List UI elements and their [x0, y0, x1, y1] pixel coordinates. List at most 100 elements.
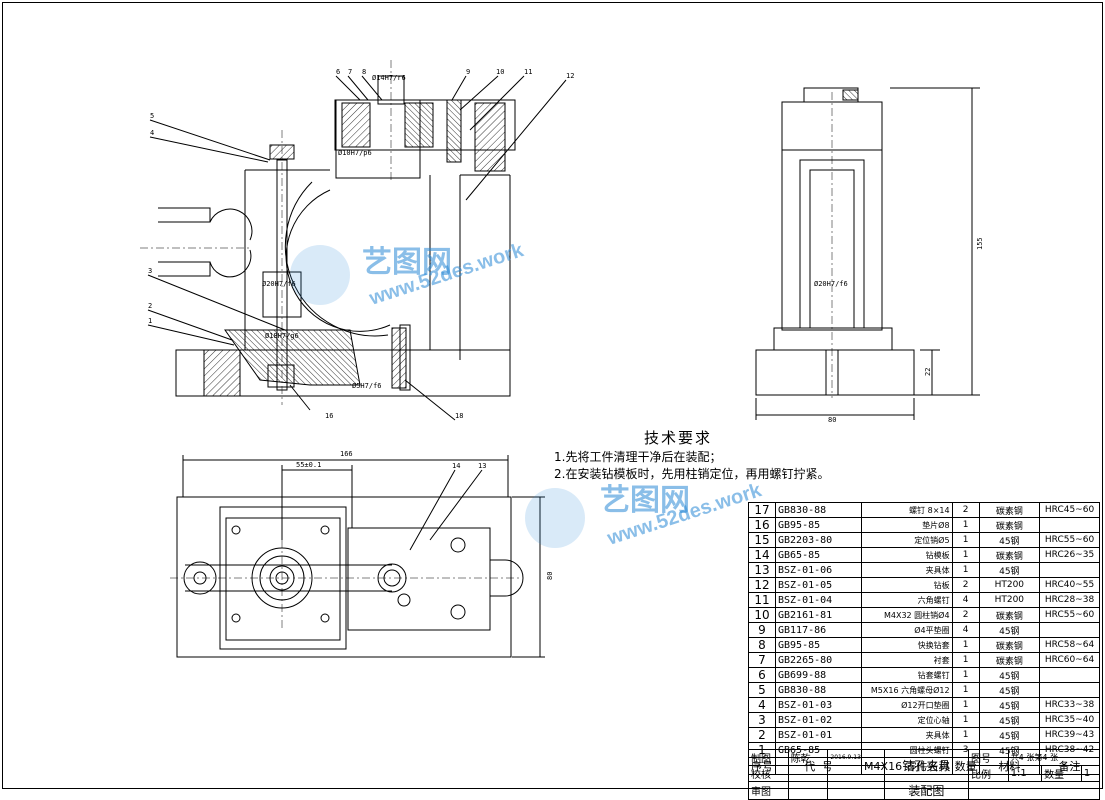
bom-cell-qty: 4: [951, 592, 980, 608]
bom-cell-qty: 2: [951, 502, 980, 518]
bom-cell-code: GB117-86: [774, 622, 863, 638]
bom-cell-no: 11: [748, 592, 776, 608]
bom-cell-qty: 4: [951, 622, 980, 638]
bom-cell-mat: 碳素钢: [978, 502, 1041, 518]
tb-draw-name: 陈乾: [787, 749, 829, 766]
balloon-number: 8: [362, 68, 366, 76]
bom-cell-qty: 1: [951, 637, 980, 653]
bom-cell-name: Ø4平垫圈: [861, 622, 953, 638]
bom-cell-mat: 45钢: [978, 682, 1041, 698]
side-width-label: 80: [828, 416, 836, 424]
bom-cell-mat: 45钢: [978, 622, 1041, 638]
balloon-number: 9: [466, 68, 470, 76]
bom-cell-note: [1039, 622, 1100, 638]
bom-cell-no: 14: [748, 547, 776, 563]
bom-cell-no: 10: [748, 607, 776, 623]
bom-cell-note: [1039, 517, 1100, 533]
balloon-number: 16: [325, 412, 333, 420]
tb-scale: 1:1: [1007, 765, 1043, 782]
bom-cell-name: 衬套: [861, 652, 953, 668]
bom-cell-qty: 1: [951, 517, 980, 533]
bom-cell-code: GB830-88: [774, 682, 863, 698]
tb-part-name: 钻孔夹具: [883, 749, 970, 782]
tech-line-1: 1.先将工件清理干净后在装配；: [554, 450, 722, 464]
bom-cell-name: 六角螺钉: [861, 592, 953, 608]
fit-bottom-label: Ø5H7/f6: [352, 382, 382, 390]
balloon-number: 2: [148, 302, 152, 310]
technical-requirements: 技术要求 1.先将工件清理干净后在装配； 2.在安装钻模板时，先用柱销定位，再用…: [548, 430, 829, 483]
front-view-labels: Ø14H7/r6 Ø10H7/p6 Ø20H7/f6 Ø18H7/g6 Ø5H7…: [148, 68, 574, 420]
bom-cell-name: 定位销Ø5: [861, 532, 953, 548]
bom-cell-note: HRC33~38: [1039, 697, 1100, 713]
bom-cell-no: 15: [748, 532, 776, 548]
balloon-number: 1: [148, 317, 152, 325]
bom-cell-mat: 45钢: [978, 562, 1041, 578]
tb-check-label: 校核: [748, 765, 789, 782]
tb-qty: 1: [1080, 765, 1101, 782]
bom-cell-note: [1039, 682, 1100, 698]
balloon-number: 12: [566, 72, 574, 80]
watermark-brand: 艺图网: [362, 246, 452, 279]
tb-sheet: 共4 张第4 张: [1007, 749, 1101, 766]
bom-cell-name: 钻板: [861, 577, 953, 593]
bom-cell-no: 6: [748, 667, 776, 683]
bom-cell-code: GB65-85: [774, 547, 863, 563]
bom-cell-note: HRC60~64: [1039, 652, 1100, 668]
balloon-number: 13: [478, 462, 486, 470]
balloon-number: 6: [336, 68, 340, 76]
bom-cell-code: GB95-85: [774, 517, 863, 533]
balloon-number: 10: [496, 68, 504, 76]
tb-draw-label: 制图: [748, 749, 789, 766]
bom-cell-code: BSZ-01-04: [774, 592, 863, 608]
bom-cell-note: HRC55~60: [1039, 532, 1100, 548]
bom-cell-no: 17: [748, 502, 776, 518]
bom-cell-note: HRC35~40: [1039, 712, 1100, 728]
tb-qty-label: 数量: [1041, 765, 1082, 782]
bom-cell-mat: 碳素钢: [978, 637, 1041, 653]
bom-cell-name: 夹具体: [861, 562, 953, 578]
bom-cell-note: HRC39~43: [1039, 727, 1100, 743]
bom-cell-qty: 1: [951, 532, 980, 548]
bom-cell-no: 13: [748, 562, 776, 578]
watermark: 艺图网 www.52des.work 艺图网 www.52des.work: [290, 239, 765, 550]
fit-lower-label: Ø18H7/g6: [265, 332, 299, 340]
balloon-number: 7: [348, 68, 352, 76]
bom-cell-no: 5: [748, 682, 776, 698]
tb-date: 2016.9.13: [827, 749, 885, 766]
fit-upper-label: Ø10H7/p6: [338, 149, 372, 157]
bom-cell-no: 3: [748, 712, 776, 728]
bom-cell-mat: 45钢: [978, 667, 1041, 683]
bom-cell-code: GB2161-81: [774, 607, 863, 623]
top-height-label: 80: [546, 572, 554, 580]
bom-cell-note: [1039, 562, 1100, 578]
bom-cell-code: GB2265-80: [774, 652, 863, 668]
bom-cell-note: HRC58~64: [1039, 637, 1100, 653]
tb-fig-label: 图号: [968, 749, 1009, 766]
bom-cell-mat: 45钢: [978, 712, 1041, 728]
side-fit-label: Ø20H7/f6: [814, 280, 848, 288]
bom-cell-note: HRC45~60: [1039, 502, 1100, 518]
bom-cell-code: BSZ-01-06: [774, 562, 863, 578]
bom-cell-note: HRC26~35: [1039, 547, 1100, 563]
tech-title: 技术要求: [643, 429, 712, 447]
bom-cell-no: 12: [748, 577, 776, 593]
bom-cell-code: BSZ-01-02: [774, 712, 863, 728]
bom-cell-qty: 1: [951, 727, 980, 743]
balloon-number: 11: [524, 68, 532, 76]
bom-cell-mat: HT200: [978, 577, 1041, 593]
bom-cell-mat: 45钢: [978, 532, 1041, 548]
bom-cell-name: 钻模板: [861, 547, 953, 563]
bom-cell-no: 7: [748, 652, 776, 668]
